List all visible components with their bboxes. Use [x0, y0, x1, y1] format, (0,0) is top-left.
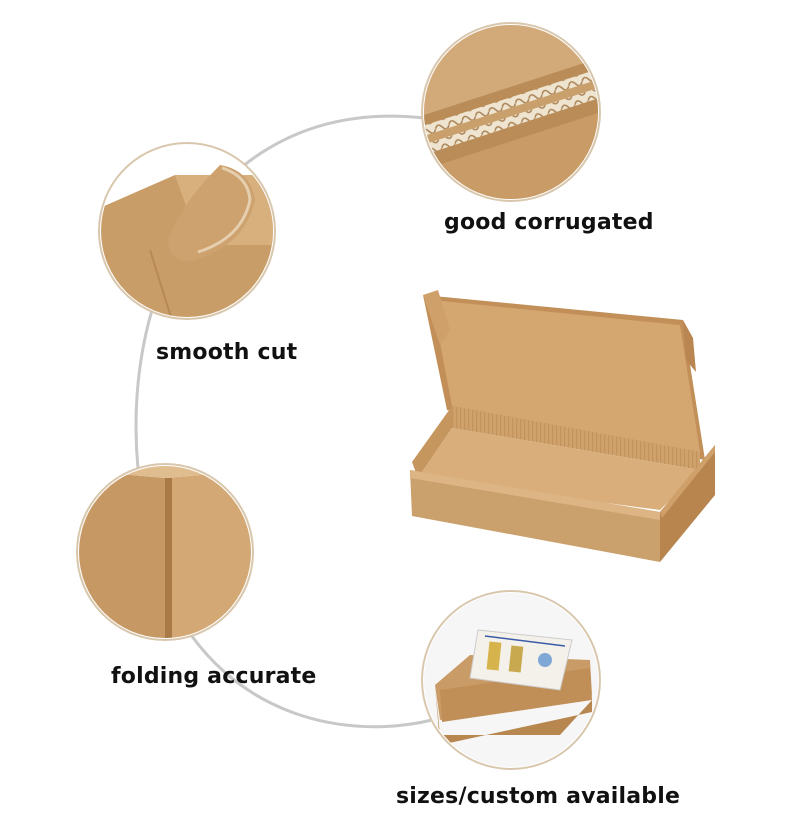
caption-good-corrugated: good corrugated — [444, 210, 654, 235]
caption-folding-accurate: folding accurate — [111, 664, 317, 689]
custom-print-box-image — [421, 590, 601, 770]
folding-closeup-image — [76, 463, 254, 641]
smooth-cut-closeup-image — [98, 142, 276, 320]
caption-smooth-cut: smooth cut — [156, 340, 298, 365]
caption-sizes-custom-available: sizes/custom available — [396, 784, 681, 809]
corrugated-closeup-image — [421, 22, 601, 202]
open-mailer-box-image — [410, 290, 715, 562]
